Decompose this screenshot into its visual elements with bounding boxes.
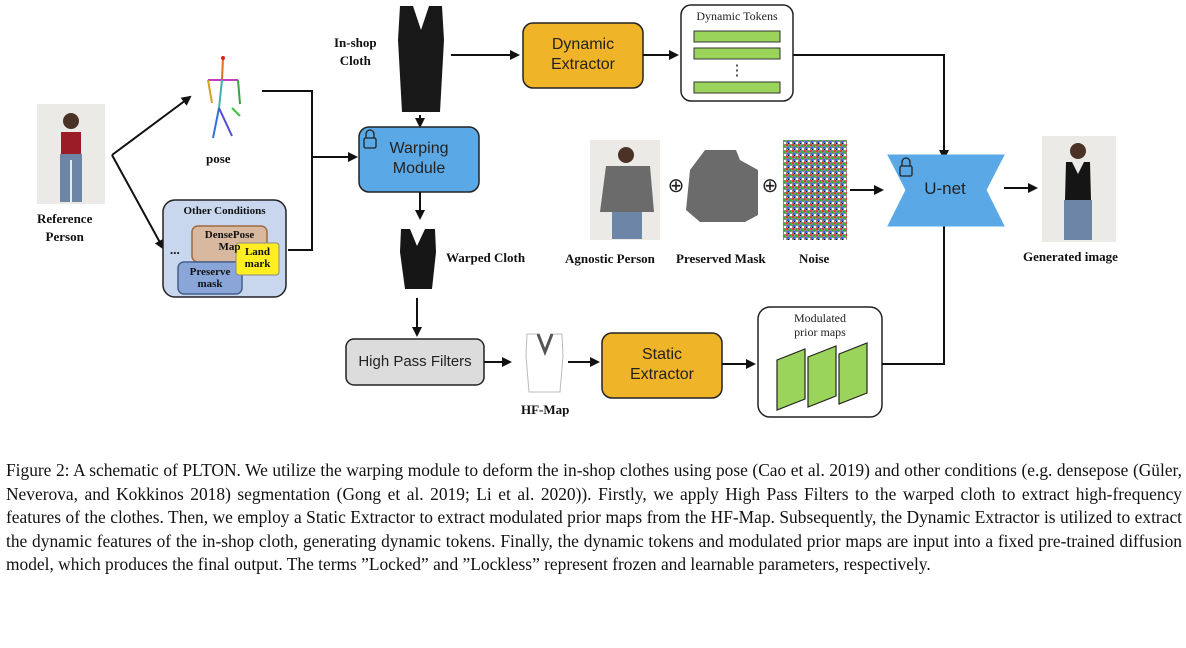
- preserved-mask-image: [686, 150, 758, 222]
- in-shop-cloth-image: [398, 6, 444, 112]
- prior-map-3: [838, 342, 868, 405]
- plton-figure: Reference Person pose Other Conditions D…: [37, 4, 1118, 418]
- oplus-symbol-2: ⊕: [761, 175, 779, 197]
- in-shop-cloth-label: In-shop Cloth: [334, 35, 377, 68]
- pose-label: pose: [206, 151, 231, 166]
- warped-cloth-label: Warped Cloth: [446, 250, 526, 265]
- dynamic-extractor-label: Dynamic Extractor: [550, 36, 615, 73]
- prior-map-2: [807, 345, 837, 408]
- unet-shape: [887, 154, 1005, 227]
- noise-image: [783, 140, 847, 240]
- generated-image-label: Generated image: [1023, 249, 1118, 264]
- preserve-mask-box: [177, 261, 243, 295]
- oplus-symbol-1: ⊕: [667, 175, 685, 197]
- high-pass-filters-label: High Pass Filters: [358, 353, 472, 370]
- static-extractor-label: Static Extractor: [629, 346, 694, 383]
- token-bar-1: [693, 30, 781, 43]
- lock-icon: [363, 129, 377, 149]
- figure-diagram: [37, 4, 1116, 418]
- reference-person-image: [37, 104, 105, 204]
- hf-map-image: [525, 333, 564, 393]
- preserve-mask-label: Preserve mask: [189, 266, 231, 290]
- warping-module-label: Warping Module: [389, 140, 449, 177]
- agnostic-person-image: [590, 140, 660, 240]
- preserved-mask-label: Preserved Mask: [676, 251, 766, 266]
- conditions-ellipsis: ...: [170, 242, 180, 257]
- noise-label: Noise: [799, 251, 830, 266]
- hf-map-label: HF-Map: [521, 402, 570, 417]
- token-bar-3: [693, 81, 781, 94]
- prior-map-1: [776, 348, 806, 411]
- reference-person-label: Reference Person: [37, 211, 93, 244]
- landmark-box: [235, 242, 280, 276]
- lock-icon: [899, 157, 913, 177]
- static-extractor-box: [601, 332, 723, 399]
- dynamic-tokens-label: Dynamic Tokens: [696, 9, 778, 23]
- pose-skeleton-image: [207, 56, 241, 139]
- unet-label: U-net: [924, 179, 966, 198]
- modulated-prior-maps-label: Modulated prior maps: [794, 311, 846, 339]
- landmark-label: Land mark: [244, 246, 271, 270]
- generated-image: [1042, 136, 1116, 242]
- agnostic-person-label: Agnostic Person: [565, 251, 655, 266]
- other-conditions-label: Other Conditions: [183, 205, 266, 217]
- token-bar-2: [693, 47, 781, 60]
- densepose-map-label: DensePose Map: [204, 229, 255, 253]
- figure-caption: Figure 2: A schematic of PLTON. We utili…: [6, 460, 1182, 574]
- warped-cloth-image: [400, 229, 436, 289]
- token-ellipsis: ⋮: [729, 62, 745, 79]
